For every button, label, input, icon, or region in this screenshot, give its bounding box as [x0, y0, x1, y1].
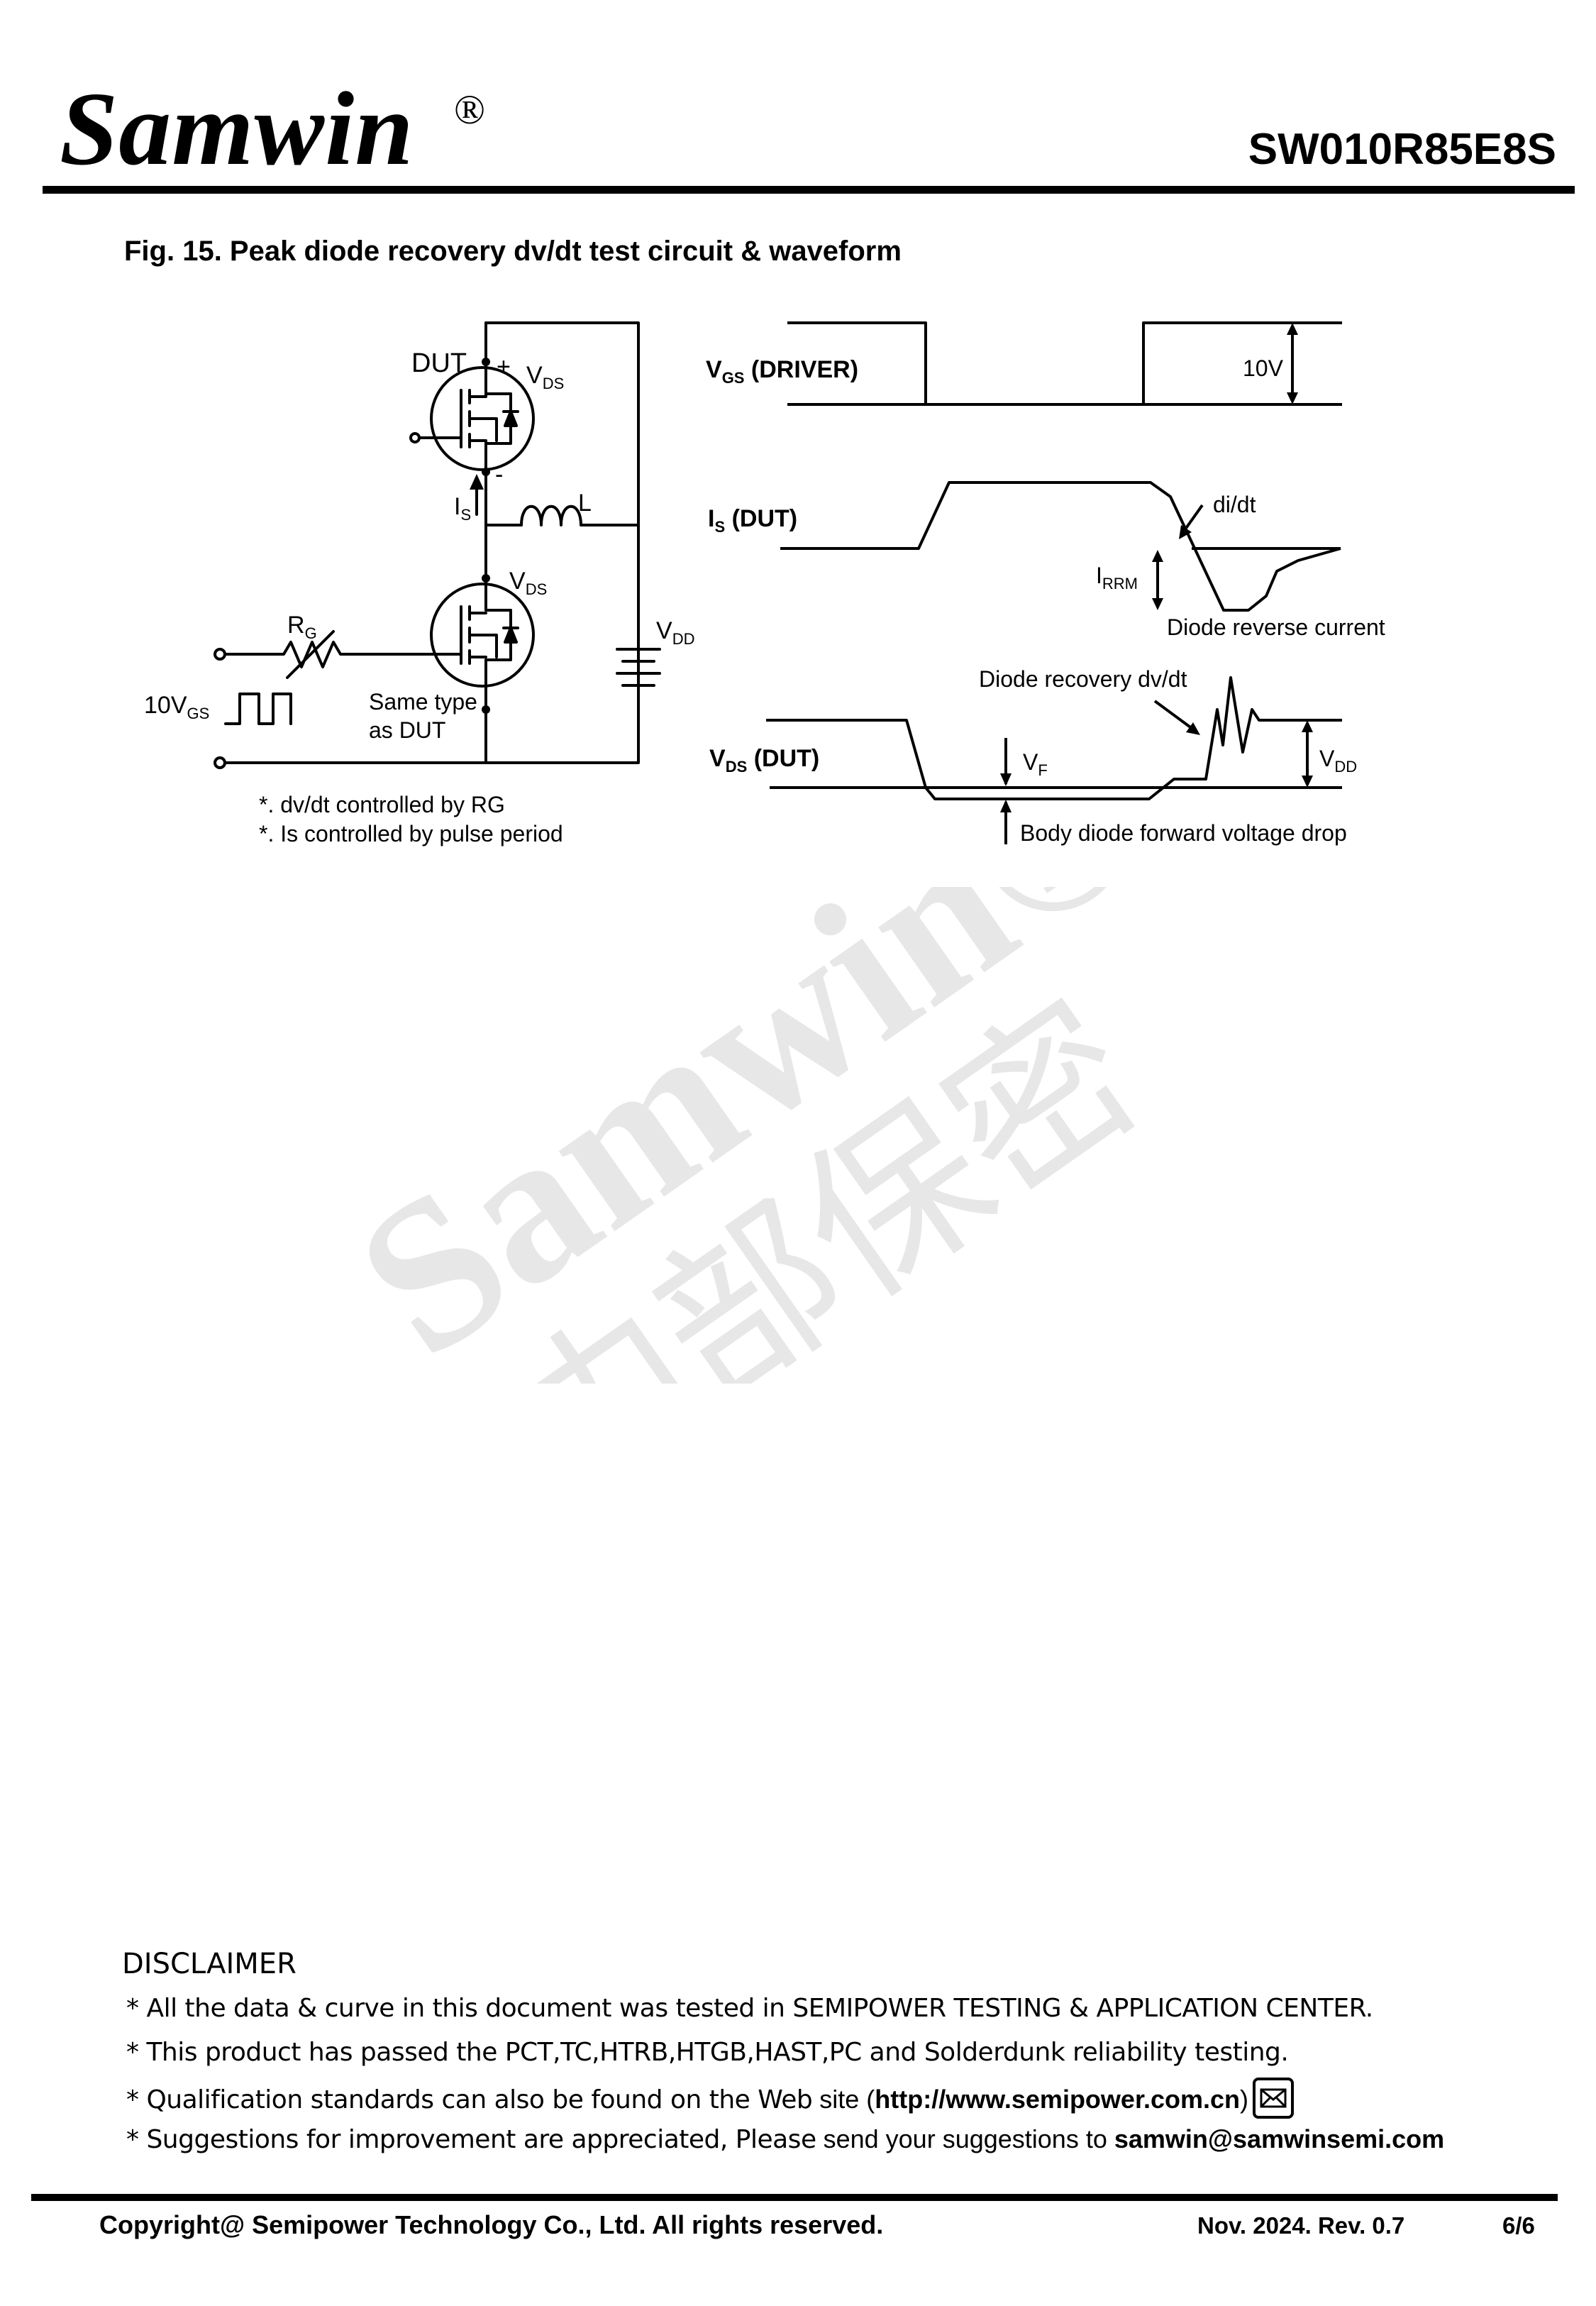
rg-variable-arrow — [286, 630, 335, 679]
plus-sign: + — [497, 353, 511, 380]
lower-mosfet — [430, 583, 535, 688]
disclaimer-line-3-end: ) — [1240, 2085, 1249, 2114]
wf-body-diode: Body diode forward voltage drop — [1020, 820, 1347, 846]
wf-vdd-label: V — [1319, 746, 1335, 771]
wf-is-suffix: (DUT) — [725, 505, 797, 532]
minus-sign: - — [495, 461, 503, 488]
wf-vgs-amplitude: 10V — [1243, 355, 1284, 381]
svg-text:VGS (DRIVER): VGS (DRIVER) — [706, 356, 858, 387]
disclaimer-line-3-mid: site ( — [812, 2085, 875, 2114]
circuit-note-2: *. Is controlled by pulse period — [259, 821, 563, 846]
disclaimer-line-4: * Suggestions for improvement are apprec… — [126, 2124, 1444, 2154]
disclaimer-title: DISCLAIMER — [122, 1948, 297, 1980]
disclaimer-line-1: * All the data & curve in this document … — [126, 1994, 1373, 2023]
test-circuit-diagram: DUT + - VDS IS L VDS RG VDD 10VGS Same t… — [144, 321, 1385, 846]
brand-logo: Samwin — [60, 71, 414, 187]
dvdt-arrow — [1153, 700, 1197, 732]
wf-reverse-current: Diode reverse current — [1167, 614, 1385, 640]
vds-bottom-label: V — [509, 568, 526, 595]
watermark: Samwin® 内部保密 — [317, 887, 1183, 1384]
wf-vds-suffix: (DUT) — [747, 745, 819, 772]
svg-text:RG: RG — [287, 612, 317, 642]
dut-label: DUT — [411, 348, 467, 378]
svg-text:VDS: VDS — [509, 568, 547, 598]
wf-didt-label: di/dt — [1213, 492, 1256, 517]
vgs-waveform — [787, 321, 1342, 406]
mail-icon[interactable] — [1253, 2078, 1295, 2119]
same-type-line-1: Same type — [369, 689, 477, 715]
disclaimer-line-3: * Qualification standards can also be fo… — [126, 2078, 1295, 2122]
part-number: SW010R85E8S — [1248, 125, 1556, 174]
vgs-source-sub: GS — [187, 705, 210, 722]
wf-vdd-sub: DD — [1334, 758, 1357, 776]
pulse-source — [224, 693, 292, 725]
copyright: Copyright@ Semipower Technology Co., Ltd… — [99, 2210, 884, 2239]
wf-is-sub: S — [714, 518, 725, 536]
vdd-label: V — [656, 617, 672, 644]
disclaimer-line-4-mid: send your suggestions to — [816, 2124, 1114, 2153]
svg-text:IS: IS — [454, 493, 471, 524]
website-link[interactable]: http://www.semipower.com.cn — [875, 2085, 1241, 2114]
wf-recovery-dvdt: Diode recovery dv/dt — [979, 666, 1187, 692]
vds-top-label: V — [526, 362, 543, 389]
is-waveform — [780, 481, 1341, 612]
wf-vgs-suffix: (DRIVER) — [744, 356, 858, 383]
vgs-source-label: 10V — [144, 692, 187, 719]
figure-title: Fig. 15. Peak diode recovery dv/dt test … — [124, 236, 902, 267]
vds-bottom-sub: DS — [526, 580, 548, 598]
wf-vf-sub: F — [1038, 761, 1047, 779]
wf-vf-label: V — [1023, 749, 1038, 775]
footer-rule — [31, 2194, 1558, 2201]
same-type-line-2: as DUT — [369, 717, 445, 743]
svg-text:10VGS: 10VGS — [144, 692, 209, 722]
page-number: 6/6 — [1502, 2212, 1535, 2239]
inductor-label: L — [578, 490, 592, 517]
header-rule — [43, 186, 1575, 194]
disclaimer-line-3-prefix: * Qualification standards can also be fo… — [126, 2085, 813, 2114]
circuit-top-wire — [218, 321, 640, 764]
svg-text:VDD: VDD — [1319, 746, 1357, 776]
wf-vds-sub: DS — [726, 758, 748, 776]
is-label: I — [454, 493, 460, 520]
svg-text:VDS: VDS — [526, 362, 564, 392]
rg-sub: G — [305, 624, 317, 642]
disclaimer-line-4-prefix: * Suggestions for improvement are apprec… — [126, 2125, 816, 2154]
vds-top-sub: DS — [543, 375, 565, 392]
rg-label: R — [287, 612, 305, 639]
wf-irrm-sub: RRM — [1102, 575, 1138, 592]
wf-vgs-label: V — [706, 356, 722, 383]
svg-text:VDD: VDD — [656, 617, 694, 648]
disclaimer-line-2: * This product has passed the PCT,TC,HTR… — [126, 2038, 1289, 2067]
wf-is-label: I — [708, 505, 714, 532]
wf-vds-label: V — [709, 745, 726, 772]
wf-vgs-sub: GS — [722, 369, 745, 387]
vds-waveform — [766, 676, 1342, 800]
svg-text:VDS (DUT): VDS (DUT) — [709, 745, 819, 776]
wf-irrm-label: I — [1096, 563, 1102, 588]
inductor — [520, 504, 640, 526]
revision-date: Nov. 2024. Rev. 0.7 — [1197, 2212, 1405, 2239]
didt-arrow — [1182, 504, 1204, 534]
svg-text:IRRM: IRRM — [1096, 563, 1138, 592]
registered-mark: ® — [454, 87, 486, 133]
circuit-note-1: *. dv/dt controlled by RG — [259, 792, 505, 817]
svg-text:VF: VF — [1023, 749, 1048, 779]
vdd-sub: DD — [672, 630, 695, 648]
email-link[interactable]: samwin@samwinsemi.com — [1114, 2124, 1445, 2153]
is-sub: S — [460, 506, 471, 524]
svg-text:IS (DUT): IS (DUT) — [708, 505, 797, 536]
